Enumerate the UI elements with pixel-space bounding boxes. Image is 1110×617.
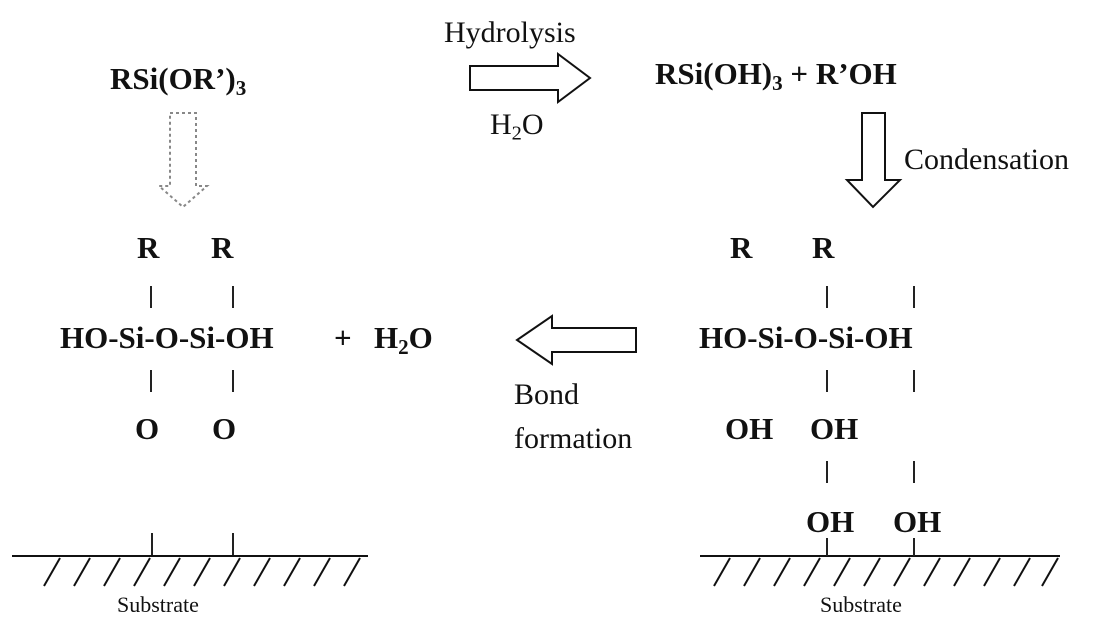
left-bond-r1 <box>150 286 152 308</box>
hydrolysis-arrow <box>469 52 592 104</box>
left-r1: R <box>137 230 160 265</box>
hydrolysis-water-label: H2O <box>490 108 544 145</box>
product-formula: RSi(OH)3 + R’OH <box>655 56 897 95</box>
condensation-arrow <box>844 112 903 209</box>
left-substrate-label: Substrate <box>117 592 199 617</box>
right-substrate-hatch <box>700 555 1060 587</box>
condensation-label: Condensation <box>904 143 1069 176</box>
right-bond-lower-1 <box>826 461 828 483</box>
right-oh-lower-2: OH <box>893 504 942 539</box>
left-plus: + <box>334 320 352 355</box>
right-substrate-label: Substrate <box>820 592 902 617</box>
right-anchor-1 <box>826 538 828 556</box>
bond-formation-line2: formation <box>514 422 633 455</box>
right-bond-lower-2 <box>913 461 915 483</box>
left-anchor-1 <box>151 533 153 555</box>
reactant-formula: RSi(OR’)3 <box>110 61 247 100</box>
right-r1: R <box>730 230 753 265</box>
right-bond-oh-end <box>913 286 915 308</box>
left-anchor-2 <box>232 533 234 555</box>
left-o2: O <box>212 411 237 446</box>
dotted-down-arrow <box>156 112 210 209</box>
left-water: H2O <box>374 320 433 359</box>
right-bond-mid-2 <box>913 370 915 392</box>
left-r2: R <box>211 230 234 265</box>
right-bond-r2 <box>826 286 828 308</box>
left-substrate-hatch <box>12 555 368 587</box>
right-oh-lower-1: OH <box>806 504 855 539</box>
right-chain: HO-Si-O-Si-OH <box>699 320 913 355</box>
left-bond-o1 <box>150 370 152 392</box>
left-bond-o2 <box>232 370 234 392</box>
right-oh-upper-2: OH <box>810 411 859 446</box>
left-bond-r2 <box>232 286 234 308</box>
bond-formation-arrow <box>515 314 637 366</box>
right-anchor-2 <box>913 538 915 556</box>
hydrolysis-label: Hydrolysis <box>444 16 576 49</box>
right-oh-upper-1: OH <box>725 411 774 446</box>
left-o1: O <box>135 411 160 446</box>
left-chain: HO-Si-O-Si-OH <box>60 320 274 355</box>
right-bond-mid-1 <box>826 370 828 392</box>
bond-formation-line1: Bond <box>514 378 580 411</box>
right-r2: R <box>812 230 835 265</box>
